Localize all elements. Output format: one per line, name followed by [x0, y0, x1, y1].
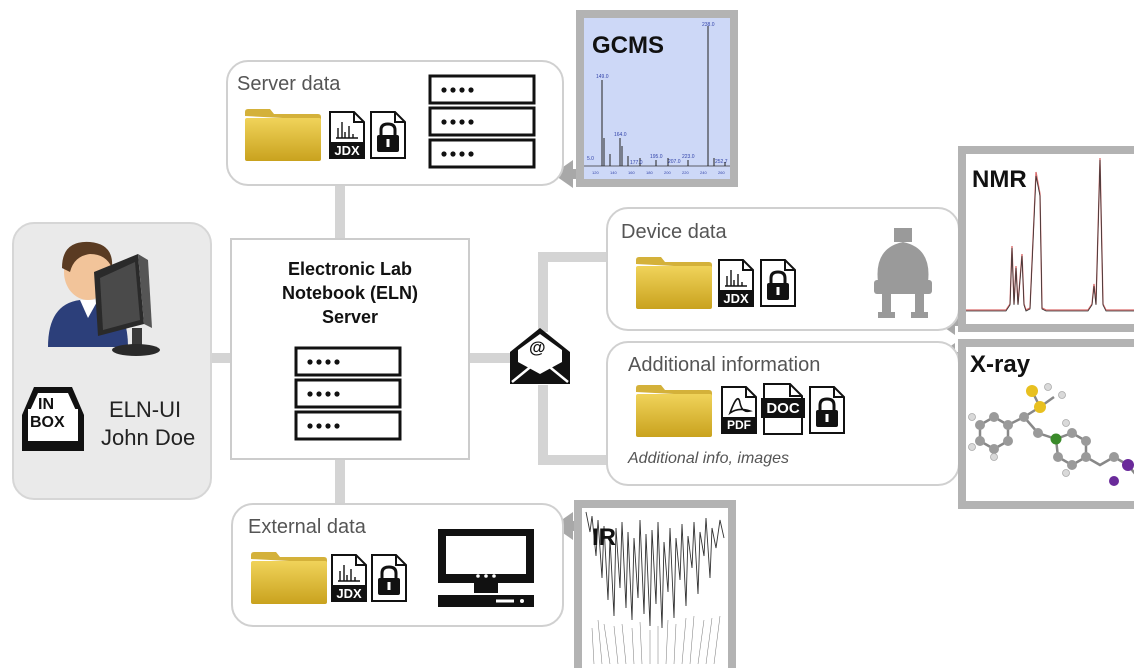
xray-structure: X-ray	[958, 339, 1134, 509]
inbox-label-line1: IN	[38, 396, 54, 413]
pdf-file-label: PDF	[727, 418, 751, 432]
jdx-file-label: JDX	[336, 586, 362, 601]
folder-icon	[636, 385, 712, 437]
device-data-label: Device data	[621, 221, 727, 243]
user-name: John Doe	[101, 425, 196, 450]
ir-spectrum-plot	[585, 511, 725, 665]
eln-server-rack-icon	[294, 346, 402, 441]
gcms-axis-tick: 260	[718, 170, 725, 175]
gcms-axis-tick: 140	[610, 170, 617, 175]
ir-spectrum: IR	[574, 500, 736, 668]
email-at-symbol: @	[529, 338, 546, 357]
jdx-file-label: JDX	[334, 143, 360, 158]
server-rack-icon	[428, 74, 536, 169]
connector-server-data	[335, 183, 345, 240]
xray-molecule-image	[968, 383, 1134, 486]
power-plug-icon	[874, 228, 932, 318]
gcms-title: GCMS	[592, 32, 664, 59]
lock-file-icon	[370, 111, 406, 159]
eln-server-title-line2: Notebook (ELN)	[282, 283, 418, 303]
eln-server-title-line1: Electronic Lab	[287, 259, 413, 279]
additional-info-caption: Additional info, images	[628, 450, 789, 467]
gcms-peak-label: 177.0	[630, 160, 643, 166]
eln-server-title-line3: Server	[321, 307, 379, 327]
connector-email	[468, 353, 510, 363]
gcms-peak-label: 195.0	[650, 154, 663, 160]
ir-title: IR	[592, 524, 616, 551]
folder-icon	[636, 257, 712, 309]
connector-email-device	[538, 252, 610, 262]
server-data-label: Server data	[237, 73, 341, 95]
jdx-file-icon	[331, 554, 367, 602]
lock-file-icon	[371, 554, 407, 602]
app-name: ELN-UI	[109, 397, 182, 422]
folder-icon	[245, 109, 321, 161]
gcms-spectrum-plot: 149.0 164.0 177.0 195.0 207.0 223.0 238.…	[584, 22, 730, 175]
nmr-spectrum-plot	[966, 157, 1134, 312]
connector-user-panel	[210, 353, 232, 363]
lock-file-icon	[760, 259, 796, 307]
doc-file-icon	[761, 383, 805, 435]
gcms-peak-label: 5.0	[587, 156, 594, 162]
user-at-computer-icon	[48, 241, 160, 356]
gcms-peak-label: 164.0	[614, 132, 627, 138]
external-data-label: External data	[248, 516, 366, 538]
connector-email-down	[538, 385, 548, 465]
doc-file-label: DOC	[766, 400, 800, 417]
lock-file-icon	[809, 386, 845, 434]
nmr-title: NMR	[972, 166, 1027, 193]
xray-title: X-ray	[970, 351, 1031, 378]
connector-email-additional	[538, 455, 610, 465]
gcms-spectrum: 149.0 164.0 177.0 195.0 207.0 223.0 238.…	[576, 10, 738, 187]
gcms-axis-tick: 160	[628, 170, 635, 175]
gcms-peak-label: 149.0	[596, 74, 609, 80]
jdx-file-icon	[718, 259, 754, 307]
gcms-peak-label: 238.0	[702, 22, 715, 28]
gcms-peak-label: 223.0	[682, 154, 695, 160]
nmr-spectrum: NMR	[958, 146, 1134, 332]
inbox-label-line2: BOX	[30, 414, 65, 431]
connector-external-data	[335, 458, 345, 506]
inbox-icon	[22, 387, 84, 451]
gcms-peak-label: 207.0	[668, 159, 681, 165]
folder-icon	[251, 552, 327, 604]
gcms-axis-tick: 120	[592, 170, 599, 175]
jdx-file-icon	[329, 111, 365, 159]
connector-email-up	[538, 252, 548, 332]
email-icon	[510, 328, 570, 384]
gcms-axis-tick: 220	[682, 170, 689, 175]
gcms-axis-tick: 240	[700, 170, 707, 175]
desktop-computer-icon	[438, 529, 534, 607]
gcms-axis-tick: 200	[664, 170, 671, 175]
jdx-file-label: JDX	[723, 291, 749, 306]
gcms-peak-label: 252.7	[715, 159, 728, 165]
pdf-file-icon	[721, 386, 757, 434]
gcms-axis-tick: 180	[646, 170, 653, 175]
additional-info-label: Additional information	[628, 354, 821, 376]
